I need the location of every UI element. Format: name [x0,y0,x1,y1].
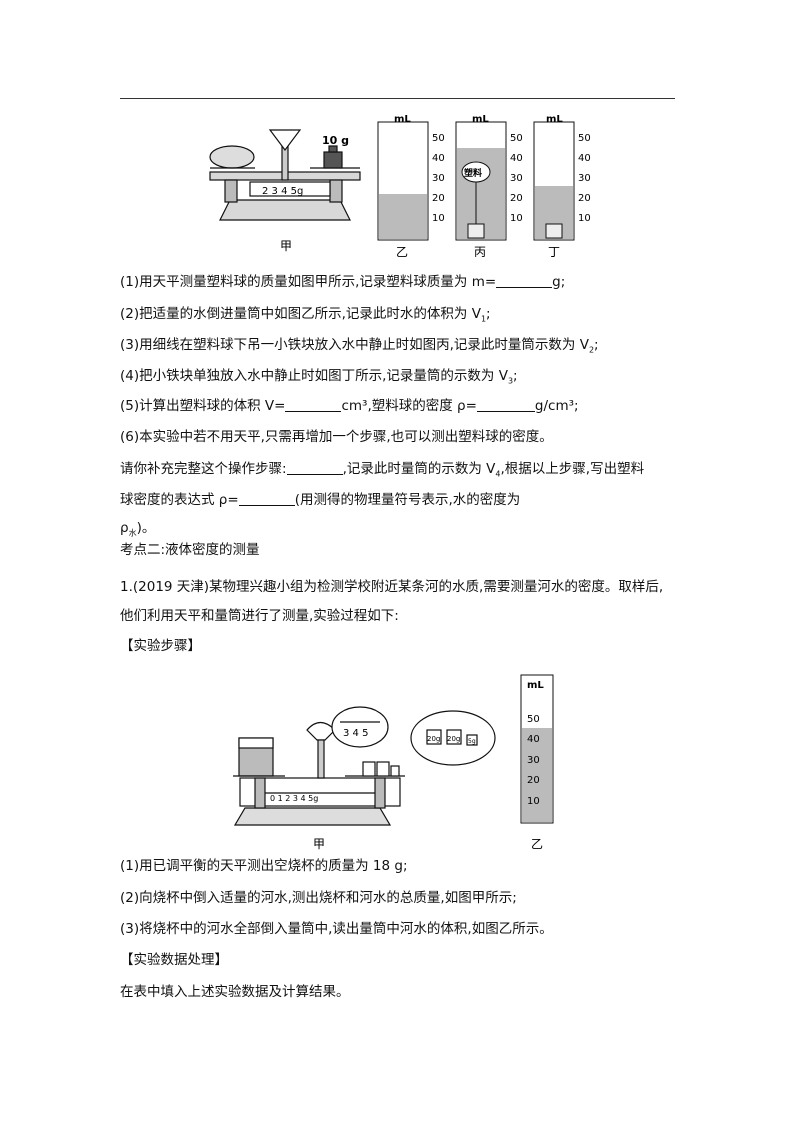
balance-1 [209,129,361,221]
section-2-title: 考点二:液体密度的测量 [120,542,260,558]
q2-line-1: 1.(2019 天津)某物理兴趣小组为检测学校附近某条河的水质,需要测量河水的密… [120,579,664,595]
weight-20g-a: 20g [427,735,440,743]
cylinder-2: mL 50 40 30 20 10 乙 [520,674,554,851]
q1-step-6: (6)本实验中若不用天平,只需再增加一个步骤,也可以测出塑料球的密度。 [120,429,553,445]
svg-text:丙: 丙 [474,245,486,259]
svg-text:20: 20 [432,193,445,204]
q1-step-1: (1)用天平测量塑料球的质量如图甲所示,记录塑料球质量为 m=g; [120,273,566,290]
top-rule [120,98,675,99]
q2-step-2: (2)向烧杯中倒入适量的河水,测出烧杯和河水的总质量,如图甲所示; [120,890,517,906]
svg-text:50: 50 [578,133,591,144]
ball-label: 塑料 [464,167,482,179]
svg-text:50: 50 [432,133,445,144]
svg-text:10: 10 [432,213,445,224]
q1-step-4: (4)把小铁块单独放入水中静止时如图丁所示,记录量筒的示数为 V3; [120,368,518,386]
svg-text:40: 40 [432,153,445,164]
answer-blank-volume[interactable] [285,397,342,412]
svg-text:40: 40 [527,734,540,745]
svg-text:mL: mL [546,114,563,125]
q2-step-1: (1)用已调平衡的天平测出空烧杯的质量为 18 g; [120,858,408,874]
balance-2 [233,706,496,826]
answer-blank-expression[interactable] [238,491,295,506]
figure-2: 3 4 5 20g 20g 5g 0 1 2 3 4 5g 甲 mL 50 40… [233,674,554,851]
q1-step-2: (2)把适量的水倒进量筒中如图乙所示,记录此时水的体积为 V1; [120,306,491,324]
q2-line-2: 他们利用天平和量筒进行了测量,实验过程如下: [120,608,399,624]
svg-text:30: 30 [527,755,540,766]
svg-text:20: 20 [510,193,523,204]
fig1-scale-numbers: 2 3 4 5g [262,186,303,197]
q1-step-8: 球密度的表达式 ρ=(用测得的物理量符号表示,水的密度为 [120,491,521,508]
fig2-caption-jia: 甲 [313,837,325,851]
svg-text:10: 10 [527,796,540,807]
data-text: 在表中填入上述实验数据及计算结果。 [120,984,350,1000]
answer-blank-mass[interactable] [496,273,553,288]
svg-text:30: 30 [578,173,591,184]
steps-heading: 【实验步骤】 [120,638,201,654]
svg-text:10: 10 [510,213,523,224]
q1-step-5: (5)计算出塑料球的体积 V=cm³,塑料球的密度 ρ=g/cm³; [120,397,579,414]
svg-text:mL: mL [527,680,544,691]
q2-step-3: (3)将烧杯中的河水全部倒入量筒中,读出量筒中河水的体积,如图乙所示。 [120,921,553,937]
cylinder-bing: 塑料 mL 50 40 30 20 10 丙 [455,114,523,259]
svg-text:40: 40 [510,153,523,164]
svg-text:乙: 乙 [396,245,408,259]
cylinder-ding: mL 50 40 30 20 10 丁 [533,114,591,259]
svg-text:20: 20 [578,193,591,204]
q1-step-9: ρ水)。 [120,520,156,538]
svg-text:30: 30 [510,173,523,184]
svg-text:50: 50 [510,133,523,144]
zoom-scale-numbers: 3 4 5 [343,728,368,739]
weight-20g-b: 20g [447,735,460,743]
fig2-caption-yi: 乙 [531,837,543,851]
q1-step-3: (3)用细线在塑料球下吊一小铁块放入水中静止时如图丙,记录此时量筒示数为 V2; [120,337,599,355]
svg-text:50: 50 [527,714,540,725]
fig1-weight-label: 10 g [322,134,349,147]
svg-text:丁: 丁 [548,245,560,259]
svg-text:10: 10 [578,213,591,224]
answer-blank-operation[interactable] [286,460,343,475]
svg-text:mL: mL [472,114,489,125]
svg-text:40: 40 [578,153,591,164]
svg-text:20: 20 [527,775,540,786]
svg-text:mL: mL [394,114,411,125]
answer-blank-density[interactable] [476,397,535,412]
fig1-caption-jia: 甲 [280,239,292,253]
q1-step-7: 请你补充完整这个操作步骤:,记录此时量筒的示数为 V4,根据以上步骤,写出塑料 [120,460,645,479]
data-heading: 【实验数据处理】 [120,952,228,968]
figure-1: 10 g 2 3 4 5g 甲 mL 50 40 30 20 10 乙 塑料 m… [209,114,591,259]
weight-5g: 5g [468,738,476,745]
cylinder-yi: mL 50 40 30 20 10 乙 [377,114,445,259]
svg-text:30: 30 [432,173,445,184]
beam-numbers: 0 1 2 3 4 5g [270,794,318,803]
